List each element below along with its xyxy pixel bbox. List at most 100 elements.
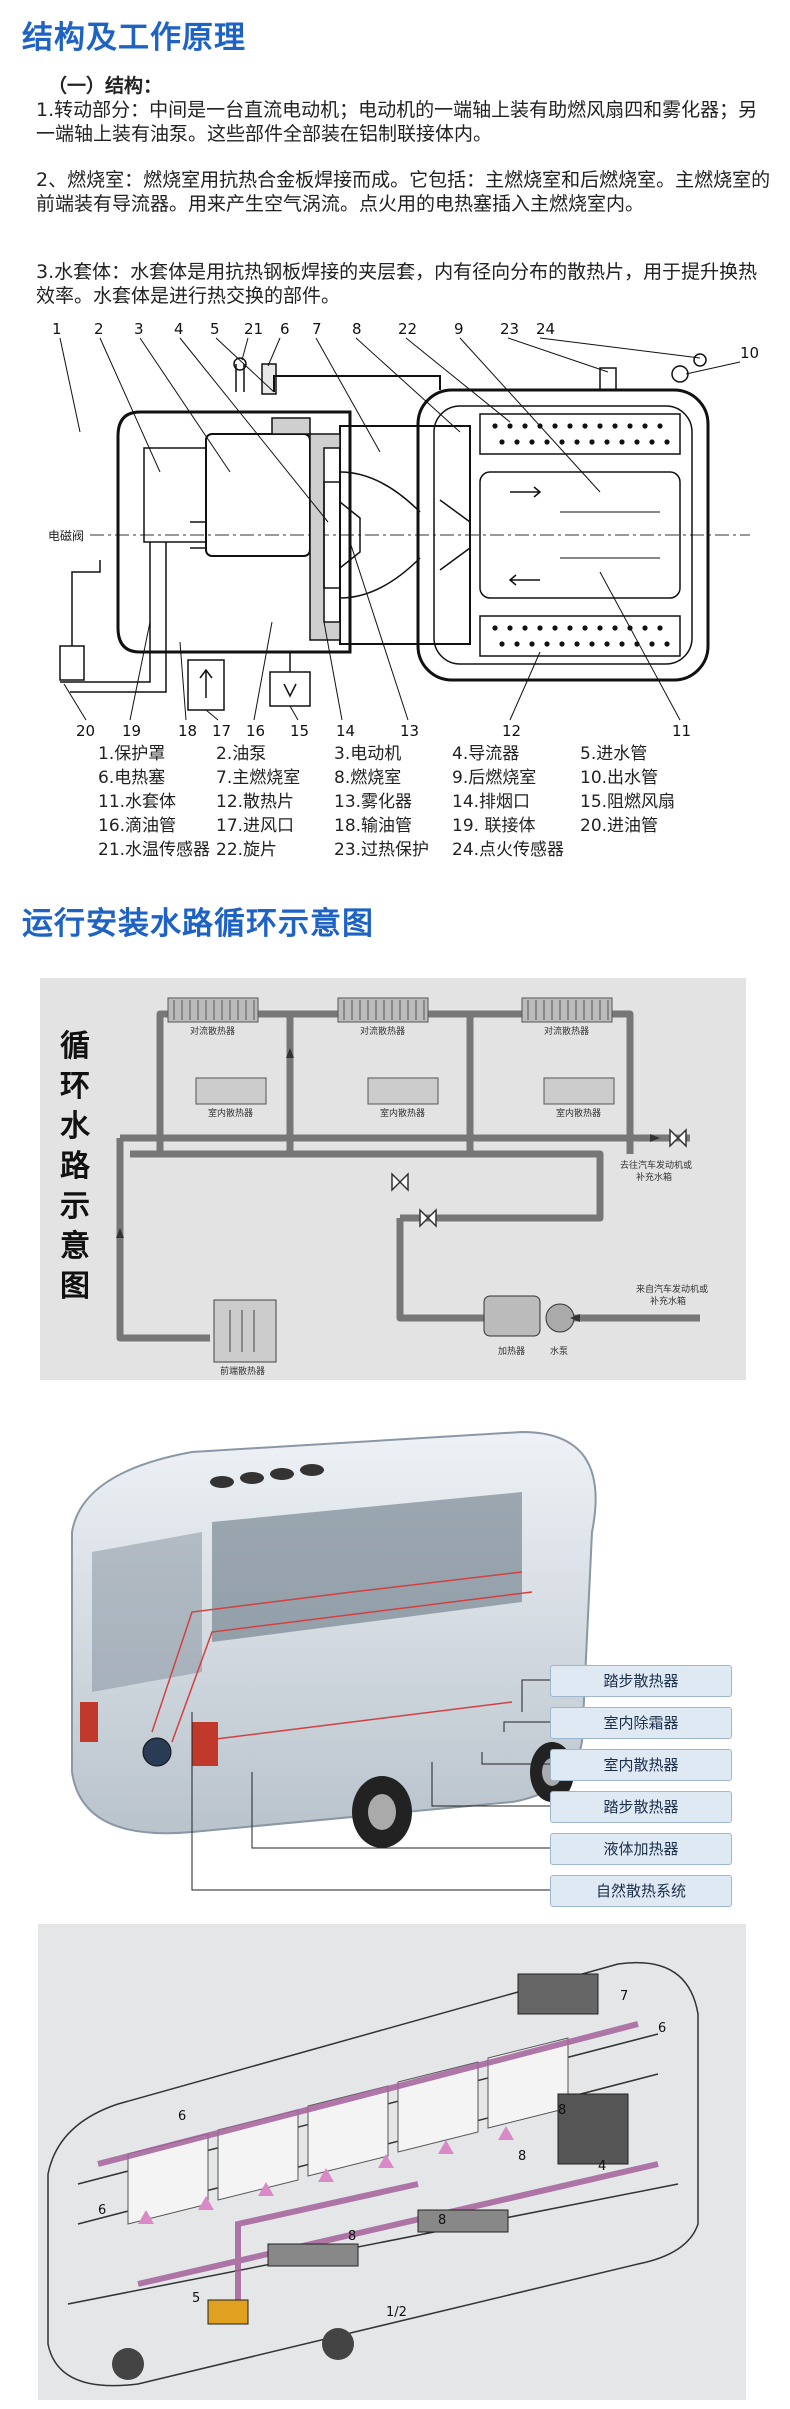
legend-item: 16.滴油管 — [98, 816, 177, 836]
legend-item: 21.水温传感器 — [98, 840, 211, 860]
callout-19: 19 — [122, 722, 141, 740]
circuit-title-char-5: 示 — [60, 1189, 90, 1224]
callout-15: 15 — [290, 722, 309, 740]
callout-24: 24 — [536, 322, 555, 338]
callout-liquid-heater: 液体加热器 — [550, 1833, 732, 1865]
water-inlet-pipe — [273, 375, 441, 392]
indoor-label-1: 室内散热器 — [208, 1107, 253, 1119]
bus-windows — [212, 1492, 522, 1642]
legend-item: 4.导流器 — [452, 744, 520, 764]
legend-item: 5.进水管 — [580, 744, 648, 764]
roof-units — [210, 1464, 324, 1488]
overheat-protection — [599, 367, 617, 391]
callout-22: 22 — [398, 322, 417, 338]
liquid-heater-unit — [142, 1737, 172, 1767]
out-label-1: 去往汽车发动机或 — [620, 1159, 692, 1171]
callout-10: 10 — [740, 344, 759, 362]
convector-label-1: 对流散热器 — [190, 1025, 235, 1037]
indoor-label-2: 室内散热器 — [380, 1107, 425, 1119]
rear-combustion-chamber — [479, 471, 681, 599]
fan-disc — [323, 481, 341, 589]
callout-17: 17 — [212, 722, 231, 740]
atomizer — [339, 500, 361, 570]
tail-light-right — [192, 1722, 218, 1766]
oil-pump — [143, 447, 207, 543]
legend-item: 7.主燃烧室 — [216, 768, 301, 788]
cutaway-label-8c: 8 — [348, 2229, 356, 2244]
motor — [205, 433, 311, 557]
pipe-main-return — [130, 1150, 604, 1222]
circuit-title-char-1: 循 — [60, 1029, 90, 1064]
outlet-valve — [669, 1128, 687, 1148]
cutaway-label-7: 7 — [620, 1989, 628, 2004]
floor-heater-1 — [267, 2243, 359, 2267]
section-title-circuit: 运行安装水路循环示意图 — [22, 906, 374, 942]
legend-item: 10.出水管 — [580, 768, 659, 788]
pump-label: 水泵 — [550, 1345, 568, 1357]
pipe-branches — [286, 1014, 474, 1154]
cutaway-label-6b: 6 — [178, 2109, 186, 2124]
bus-heating-diagram — [71, 1430, 610, 1891]
heater-structure-diagram: 电磁阀 1 2 3 — [48, 322, 759, 740]
paragraph-combustion: 2、燃烧室：燃烧室用抗热合金板焊接而成。它包括：主燃烧室和后燃烧室。主燃烧室的前… — [36, 169, 771, 215]
heater-label: 加热器 — [498, 1345, 525, 1357]
airflow-arrows — [138, 2112, 574, 2224]
callout-1: 1 — [52, 322, 62, 338]
in-label-2: 补充水箱 — [650, 1295, 686, 1307]
callout-14: 14 — [336, 722, 355, 740]
connector-body — [309, 433, 341, 641]
in-label-1: 来自汽车发动机或 — [636, 1283, 708, 1295]
pipe-front-loop — [116, 1138, 210, 1342]
legend-item — [580, 839, 710, 861]
callout-5: 5 — [210, 322, 220, 338]
paragraph-water-jacket: 3.水套体：水套体是用抗热钢板焊接的夹层套，内有径向分布的散热片，用于提升换热效… — [36, 261, 758, 307]
callout-18: 18 — [178, 722, 197, 740]
legend-item: 20.进油管 — [580, 816, 659, 836]
fuel-lines — [60, 542, 167, 693]
cutaway-label-8d: 8 — [438, 2213, 446, 2228]
housing — [116, 410, 352, 654]
legend-item: 18.输油管 — [334, 816, 413, 836]
water-pump — [545, 1303, 575, 1333]
circuit-title-char-7: 图 — [60, 1269, 90, 1304]
cutaway-label-8b: 8 — [518, 2149, 526, 2164]
valve-label: 电磁阀 — [48, 528, 84, 543]
heater-unit — [483, 1295, 541, 1337]
cutaway-label-6a: 6 — [658, 2021, 666, 2036]
legend-item: 1.保护罩 — [98, 744, 166, 764]
legend-item: 15.阻燃风扇 — [580, 792, 676, 812]
circuit-title-char-4: 路 — [60, 1149, 91, 1184]
outlet-pipe — [671, 365, 689, 383]
callout-4: 4 — [174, 322, 184, 338]
cutaway-label-5: 5 — [192, 2291, 200, 2306]
exhaust-port — [269, 671, 311, 707]
bypass-valve-1 — [391, 1172, 409, 1192]
front-radiator-label: 前端散热器 — [220, 1365, 265, 1377]
callout-7: 7 — [312, 322, 322, 338]
callout-11: 11 — [672, 722, 691, 740]
legend-item: 11.水套体 — [98, 792, 177, 812]
water-jacket-outline — [416, 388, 710, 682]
convector-group — [167, 997, 613, 1023]
wheel-rear — [322, 2328, 354, 2360]
circuit-title-char-2: 环 — [60, 1069, 90, 1104]
callout-indoor-heater: 室内散热器 — [550, 1749, 732, 1781]
callout-13: 13 — [400, 722, 419, 740]
legend-item: 2.油泵 — [216, 744, 267, 764]
callout-6: 6 — [280, 322, 290, 338]
callout-9: 9 — [454, 322, 464, 338]
legend-item: 23.过热保护 — [334, 840, 430, 860]
pipe-to-heater — [396, 1218, 490, 1322]
air-ducts — [97, 2021, 659, 2304]
floor-heater-2 — [417, 2209, 509, 2233]
indoor-heater-group — [195, 1077, 615, 1105]
legend-item: 8.燃烧室 — [334, 768, 402, 788]
structure-subheading: （一）结构： — [48, 75, 163, 97]
callout-20: 20 — [76, 722, 95, 740]
front-radiator — [213, 1299, 277, 1363]
cutaway-label-8a: 8 — [558, 2103, 566, 2118]
legend-item: 13.雾化器 — [334, 792, 413, 812]
callout-3: 3 — [134, 322, 144, 338]
callout-defroster: 室内除霜器 — [550, 1707, 732, 1739]
